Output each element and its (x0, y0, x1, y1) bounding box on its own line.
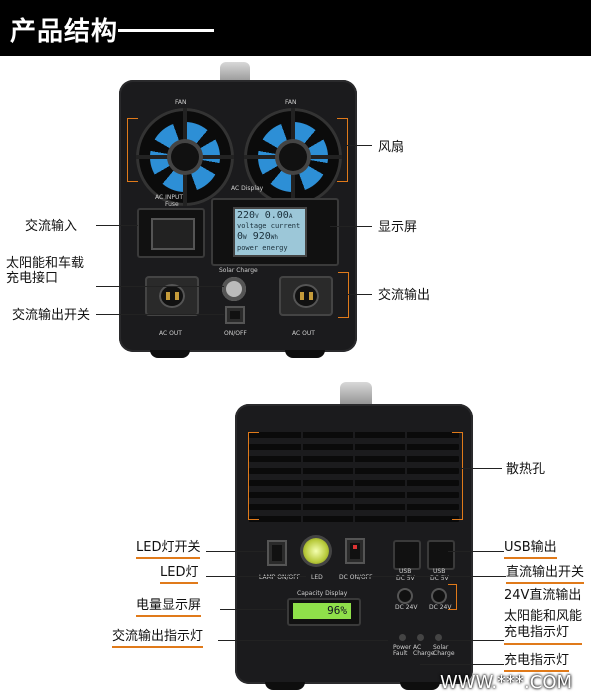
dc24-left-label: DC 24V (395, 604, 418, 611)
label-battery-display: 电量显示屏 (136, 594, 202, 617)
ac-charge-label: AC Charge (413, 644, 435, 657)
dc-output-switch[interactable] (345, 538, 365, 564)
dc5v-right-label: DC 5V (430, 575, 449, 582)
bottom-device-foot-right (400, 682, 440, 690)
lcd-power-word: power (237, 244, 259, 252)
lcd-energy-value: 920 (252, 231, 271, 242)
title-underline (118, 29, 214, 32)
label-solar-car-port: 太阳能和车载 充电接口 (6, 256, 85, 286)
top-device-body: FAN FAN AC Display AC INPUT Fuse 220V 0.… (119, 80, 357, 352)
lcd-current-word: current (270, 222, 301, 230)
lamp-onoff-label: LAMP ON/OFF (259, 574, 301, 581)
label-solar-wind-indicator: 太阳能和风能 充电指示灯 (504, 609, 583, 645)
usb-left-label: USB (399, 568, 412, 575)
solar-charge-indicator (435, 634, 442, 641)
header-bar: 产品结构 (0, 0, 591, 56)
top-device-foot-left (150, 350, 190, 358)
solar-charge-port[interactable] (222, 277, 246, 301)
fan-right (244, 108, 342, 206)
label-display: 显示屏 (378, 220, 418, 235)
lcd-current-unit: A (288, 213, 293, 220)
label-ac-input: 交流输入 (25, 219, 78, 234)
fan-hub (171, 143, 199, 171)
page-title: 产品结构 (10, 17, 119, 47)
fuse-label: Fuse (165, 201, 179, 208)
label-led-switch: LED灯开关 (136, 536, 201, 559)
ac-outlet-right[interactable] (279, 276, 333, 316)
lcd-current-value: 0.00 (264, 210, 289, 221)
fan-left-label: FAN (175, 99, 187, 106)
solar-charge-ind-label: Solar Charge (433, 644, 455, 657)
ac-output-bracket (338, 272, 349, 318)
dc-onoff-label: DC ON/OFF (339, 574, 373, 581)
label-ac-output-switch: 交流输出开关 (12, 308, 91, 323)
top-device-foot-right (285, 350, 325, 358)
fan-bracket-right (337, 118, 348, 182)
usb-right-label: USB (433, 568, 446, 575)
label-dc-output-switch: 直流输出开关 (506, 561, 585, 584)
capacity-display-label: Capacity Display (297, 590, 348, 597)
label-fan: 风扇 (378, 140, 405, 155)
ac-out-left-label: AC OUT (159, 330, 182, 337)
vents-bracket-right (452, 432, 463, 520)
fan-bracket-left (127, 118, 138, 182)
usb-port-left[interactable] (393, 540, 421, 570)
fan-left (136, 108, 234, 206)
capacity-lcd: 96% (293, 603, 351, 619)
label-vents: 散热孔 (506, 462, 546, 477)
dc24-right-label: DC 24V (429, 604, 452, 611)
ac-input-socket (137, 208, 205, 258)
ac-outlet-left[interactable] (145, 276, 199, 316)
ac-lcd-display: 220V 0.00A voltage current 0W 920Wh powe… (233, 207, 307, 257)
lamp-switch[interactable] (267, 540, 287, 566)
solar-charge-label: Solar Charge (219, 267, 258, 274)
ac-output-switch[interactable] (225, 306, 245, 324)
dc24-port-left[interactable] (399, 590, 411, 602)
dc5v-left-label: DC 5V (396, 575, 415, 582)
label-charge-indicator: 充电指示灯 (504, 649, 570, 672)
label-led-light: LED灯 (160, 561, 199, 584)
lcd-voltage-unit: V (255, 213, 259, 220)
usb-port-right[interactable] (427, 540, 455, 570)
vents-bracket-left (248, 432, 259, 520)
lcd-energy-word: energy (262, 244, 288, 252)
led-lamp (303, 538, 329, 564)
ac-display-label: AC Display (231, 185, 264, 192)
bottom-device-foot-left (265, 682, 305, 690)
bottom-device-body: LAMP ON/OFF LED DC ON/OFF USB USB DC 5V … (235, 404, 473, 684)
on-off-label: ON/OFF (224, 330, 247, 337)
label-ac-output: 交流输出 (378, 288, 431, 303)
power-fault-label: Power Fault (393, 644, 412, 657)
lcd-voltage-word: voltage (237, 222, 267, 230)
heat-vents (249, 432, 459, 524)
lcd-power-unit: W (243, 234, 247, 241)
capacity-unit: % (340, 604, 347, 617)
lcd-voltage-value: 220 (237, 210, 256, 221)
fan-right-label: FAN (285, 99, 297, 106)
bottom-device-handle (340, 382, 372, 408)
lcd-energy-unit: Wh (270, 234, 278, 241)
dc24-port-right[interactable] (433, 590, 445, 602)
power-fault-indicator (399, 634, 406, 641)
led-label: LED (311, 574, 323, 581)
dc24-bracket (448, 584, 457, 610)
ac-charge-indicator (417, 634, 424, 641)
watermark: WWW.***.COM (440, 672, 573, 693)
fan-hub (279, 143, 307, 171)
ac-out-right-label: AC OUT (292, 330, 315, 337)
ac-input-label: AC INPUT (155, 194, 184, 201)
label-dc24-output: 24V直流输出 (504, 588, 582, 603)
lcd-power-value: 0 (237, 231, 244, 242)
label-usb-output: USB输出 (504, 536, 557, 559)
label-ac-output-indicator: 交流输出指示灯 (112, 625, 204, 648)
capacity-value: 96 (327, 604, 341, 617)
capacity-display-frame: 96% (287, 598, 361, 626)
lcd-frame: 220V 0.00A voltage current 0W 920Wh powe… (211, 198, 339, 266)
